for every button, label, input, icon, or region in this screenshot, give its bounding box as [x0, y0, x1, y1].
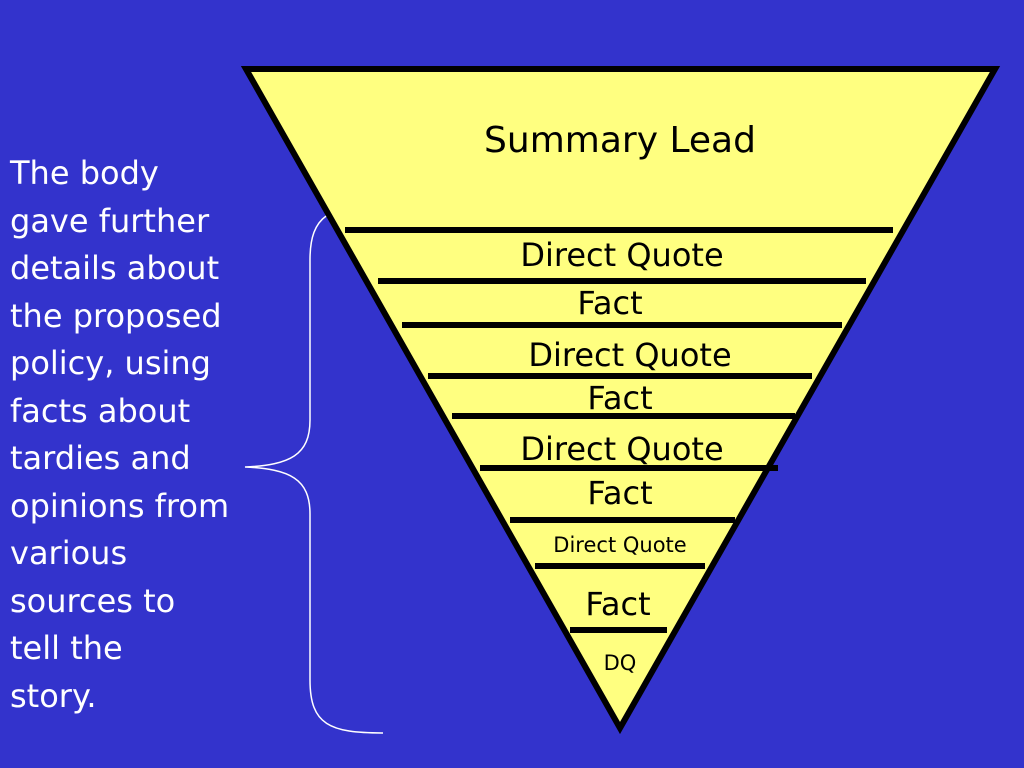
body-description-text: The body gave further details about the … — [10, 154, 230, 715]
layer-label: Fact — [585, 585, 650, 623]
layer-label: Direct Quote — [528, 336, 731, 374]
layer-label: Direct Quote — [520, 236, 723, 274]
layer-label: Direct Quote — [553, 533, 686, 557]
layer-label: DQ — [604, 651, 637, 675]
body-brace — [244, 204, 384, 734]
summary-lead-label: Summary Lead — [484, 120, 756, 161]
layer-label: Fact — [577, 284, 642, 322]
layer-label: Direct Quote — [520, 430, 723, 468]
pyramid-triangle — [240, 66, 1001, 735]
layer-label: Fact — [587, 379, 652, 417]
layer-label: Fact — [587, 474, 652, 512]
